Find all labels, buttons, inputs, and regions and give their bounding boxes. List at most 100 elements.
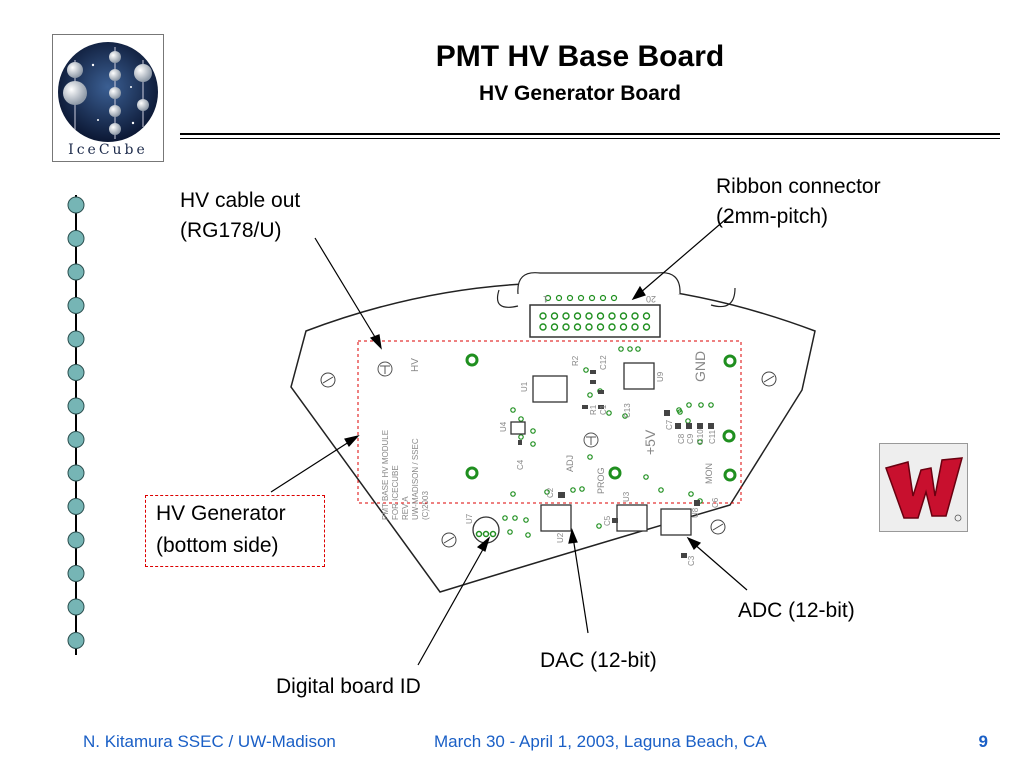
digital-id-chip: [472, 516, 500, 544]
connector-pin: [562, 323, 570, 331]
connector-pin: [573, 323, 582, 331]
silk-ref-u3: U3: [622, 491, 631, 502]
silk-hv: HV: [410, 358, 421, 372]
via: [697, 439, 703, 445]
connector-pin: [573, 312, 582, 320]
dom-sphere-icon: [67, 498, 85, 515]
via: [686, 402, 692, 408]
silk-ref-c7: C7: [665, 419, 674, 430]
smd-part: [598, 405, 604, 409]
connector-pad: [599, 294, 607, 302]
dom-sphere-icon: [67, 431, 85, 448]
silk-ref-c11: C11: [708, 429, 717, 444]
vias: [502, 346, 714, 538]
uw-w-logo-graphic: [880, 444, 967, 531]
connector-pin: [550, 312, 559, 320]
connector-pin: [585, 312, 593, 320]
icecube-logo: IceCube: [52, 34, 164, 162]
connector-pad: [577, 294, 585, 302]
silk-ref-c1: C1: [599, 404, 608, 415]
label-hv-generator-line2: (bottom side): [156, 534, 279, 557]
via: [708, 402, 714, 408]
dom-sphere-icon: [67, 196, 85, 214]
smd-part: [675, 423, 681, 429]
smd-part: [582, 405, 588, 409]
smd-part: [686, 423, 692, 429]
connector-pin: [562, 312, 570, 320]
via: [587, 454, 593, 460]
via: [596, 523, 602, 529]
hv-generator-region: [357, 340, 742, 504]
connector-pin: [596, 312, 605, 320]
silk-ref-c6: C6: [711, 497, 720, 508]
ribbon-connector: [529, 294, 661, 338]
silk-ref-u1: U1: [520, 381, 529, 392]
slide-title: PMT HV Base Board: [435, 40, 725, 73]
via: [622, 413, 628, 419]
label-digital-id: Digital board ID: [276, 675, 421, 698]
silk-ref-c12: C12: [599, 355, 608, 370]
silk-module-line: REV A: [401, 496, 410, 520]
silk-pin1: 1: [543, 294, 548, 304]
connector-pin: [619, 312, 628, 320]
connector-pin: [608, 323, 616, 331]
label-hv-cable: HV cable out (RG178/U): [180, 186, 300, 246]
label-dac: DAC (12-bit): [540, 649, 657, 672]
via: [570, 487, 576, 493]
via: [518, 434, 524, 440]
via: [688, 491, 694, 497]
connector-pin: [631, 312, 639, 320]
label-hv-cable-line1: HV cable out: [180, 189, 301, 212]
via: [530, 441, 536, 447]
connector-pin: [539, 323, 547, 331]
silk-gnd: GND: [692, 351, 708, 382]
ic-packages: [510, 362, 692, 536]
silk-ref-u8: U8: [691, 507, 700, 518]
connector-pad: [566, 294, 574, 302]
silk-module-line: PMT BASE HV MODULE: [381, 430, 390, 520]
title-rule: [180, 133, 1000, 135]
dom-string: [67, 195, 85, 655]
silk-ref-u9: U9: [656, 371, 665, 382]
silk-module-line: UW-MADISON / SSEC: [411, 438, 420, 520]
silk-prog: PROG: [596, 467, 606, 494]
silk-pin20: 20: [646, 294, 656, 304]
via: [525, 532, 531, 538]
dom-sphere-icon: [67, 565, 85, 582]
silk-ref-r2: R2: [571, 355, 580, 366]
smd-part: [694, 500, 700, 506]
page-number: 9: [978, 732, 988, 751]
green-pads: [465, 353, 737, 482]
via: [579, 486, 585, 492]
via: [523, 517, 529, 523]
silk-ref-c5: C5: [603, 515, 612, 526]
silk-ref-u4: U4: [499, 421, 508, 432]
slide-subtitle: HV Generator Board: [479, 82, 681, 105]
label-hv-generator-line1: HV Generator: [156, 502, 286, 525]
via: [502, 515, 508, 521]
silk-plus5v: +5V: [642, 429, 658, 455]
connector-pin: [585, 323, 593, 331]
silk-ref-r1: R1: [589, 404, 598, 415]
dom-sphere-icon: [67, 263, 85, 281]
footer-event: March 30 - April 1, 2003, Laguna Beach, …: [434, 732, 767, 751]
smd-components: [518, 370, 714, 558]
label-hv-cable-line2: (RG178/U): [180, 219, 282, 242]
smd-part: [681, 553, 687, 558]
connector-pin: [619, 323, 628, 331]
dom-sphere-icon: [67, 330, 85, 348]
label-hv-generator: HV Generator (bottom side): [145, 495, 325, 567]
label-ribbon-line2: (2mm-pitch): [716, 205, 829, 228]
silk-ref-c2: C2: [546, 487, 555, 498]
via: [530, 428, 536, 434]
connector-pin: [642, 312, 651, 320]
dom-sphere-icon: [67, 230, 85, 247]
silk-module-line: (C)2003: [421, 491, 430, 520]
silk-ref-c10: C10: [696, 429, 705, 444]
connector-pin: [608, 312, 616, 320]
connector-pad: [588, 294, 596, 302]
via: [512, 515, 518, 521]
via: [643, 474, 649, 480]
silk-module-line: FOR ICECUBE: [391, 465, 400, 520]
dom-sphere-icon: [67, 364, 85, 381]
